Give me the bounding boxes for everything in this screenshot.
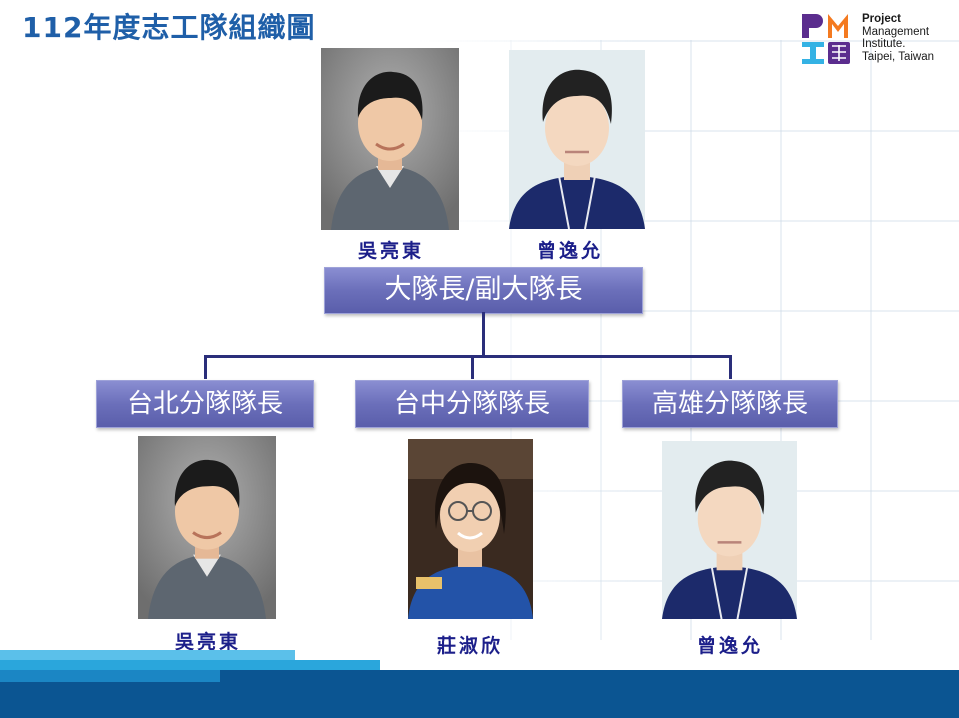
branch-box-kaohsiung: 高雄分隊隊長 xyxy=(622,380,838,428)
logo-line-city: Taipei, Taiwan xyxy=(862,50,935,63)
leader-name-1: 吳亮東 xyxy=(357,240,424,262)
logo-text: Project Management Institute. Taipei, Ta… xyxy=(862,13,934,63)
branch-role-taipei: 台北分隊隊長 xyxy=(126,389,283,419)
branch-role-taichung: 台中分隊隊長 xyxy=(393,389,550,419)
photo-leader-1 xyxy=(321,48,459,230)
leader-name-2: 曾逸允 xyxy=(536,240,603,262)
photo-kaohsiung-captain xyxy=(662,441,797,619)
connector-kaohsiung xyxy=(729,355,732,379)
page-title: 112年度志工隊組織圖 xyxy=(22,11,316,44)
footer-bar-2 xyxy=(0,660,380,670)
logo-line-project: Project xyxy=(862,13,901,25)
branch-box-taichung: 台中分隊隊長 xyxy=(355,380,589,428)
branch-name-taipei: 吳亮東 xyxy=(174,631,241,653)
footer-bar-1 xyxy=(0,650,295,660)
branch-name-kaohsiung: 曾逸允 xyxy=(696,635,763,657)
photo-leader-2 xyxy=(509,50,645,229)
photo-taichung-captain xyxy=(408,439,533,619)
leader-role-label: 大隊長/副大隊長 xyxy=(384,274,583,305)
pmi-taipei-logo: Project Management Institute. Taipei, Ta… xyxy=(800,12,950,68)
logo-line-institute: Institute. xyxy=(862,38,906,50)
branch-role-kaohsiung: 高雄分隊隊長 xyxy=(651,389,808,419)
branch-name-taichung: 莊淑欣 xyxy=(436,635,503,657)
photo-taipei-captain xyxy=(138,436,276,619)
footer-bar-accent xyxy=(0,670,220,682)
logo-line-management: Management xyxy=(862,25,930,38)
connector-horizontal xyxy=(204,355,732,358)
pmi-logo-icon xyxy=(802,14,850,64)
connector-trunk xyxy=(482,312,485,356)
connector-taichung xyxy=(471,355,474,379)
leader-role-box: 大隊長/副大隊長 xyxy=(324,267,643,314)
connector-taipei xyxy=(204,355,207,379)
branch-box-taipei: 台北分隊隊長 xyxy=(96,380,314,428)
